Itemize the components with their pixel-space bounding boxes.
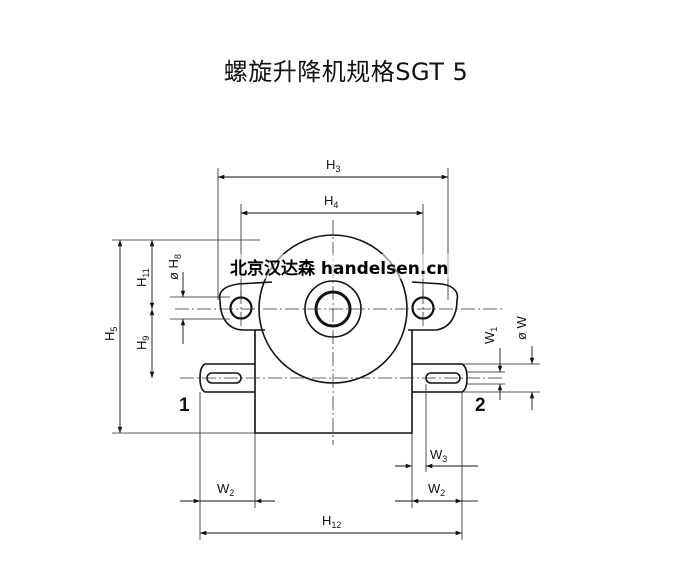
label-w2-right: W2 bbox=[428, 481, 445, 498]
label-h11: H11 bbox=[134, 268, 151, 287]
shaft-side-1-label: 1 bbox=[179, 395, 190, 416]
label-w3: W3 bbox=[430, 447, 447, 464]
housing-body bbox=[254, 330, 413, 434]
label-h8: ø H8 bbox=[166, 254, 183, 280]
shaft-left bbox=[199, 363, 255, 393]
label-w2-left: W2 bbox=[217, 481, 234, 498]
drawing-title: 螺旋升降机规格SGT 5 bbox=[223, 58, 469, 86]
label-h5: H5 bbox=[102, 327, 119, 341]
label-h4: H4 bbox=[324, 193, 338, 210]
extension-lines bbox=[112, 168, 540, 540]
label-h3: H3 bbox=[326, 157, 340, 174]
center-lines bbox=[175, 220, 505, 445]
mounting-flange bbox=[218, 281, 459, 331]
watermark-text: 北京汉达森 handelsen.cn bbox=[228, 254, 451, 279]
label-w: ø W bbox=[514, 315, 529, 340]
shaft-side-2-label: 2 bbox=[475, 395, 486, 416]
label-h9: H9 bbox=[134, 336, 151, 350]
label-h12: H12 bbox=[322, 513, 341, 530]
label-w1: W1 bbox=[482, 327, 499, 344]
dimension-lines bbox=[117, 174, 535, 536]
